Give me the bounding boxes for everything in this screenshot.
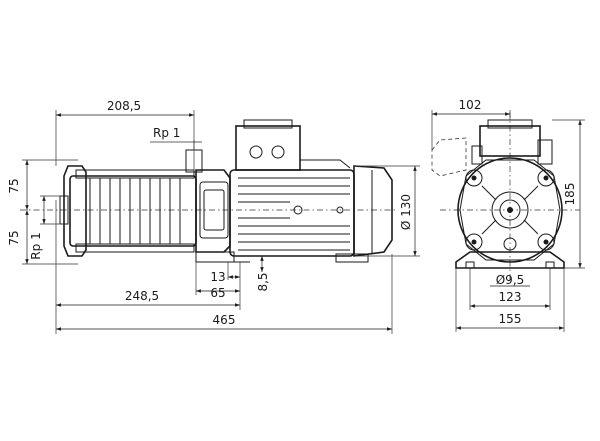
- terminal-box: [235, 119, 351, 171]
- pump-stage-body: [59, 165, 197, 257]
- dim-discharge-position: 208,5: [107, 99, 141, 113]
- dim-lower-height: 75: [7, 230, 21, 245]
- dim-foot-thickness: 8,5: [256, 272, 270, 291]
- dim-base-width: 155: [499, 312, 522, 326]
- dim-upper-height: 75: [7, 178, 21, 193]
- side-view: 465 248,5 65 13 8,5 208,5 Rp 1 75 75: [7, 99, 420, 334]
- dim-hole-spacing: 123: [499, 290, 522, 304]
- dim-overall-height: 185: [563, 183, 577, 206]
- dim-suction-thread: Rp 1: [29, 232, 43, 259]
- dim-discharge-thread: Rp 1: [153, 126, 180, 140]
- end-terminal-box: [471, 119, 553, 165]
- dim-offset-65: 65: [210, 286, 225, 300]
- dim-hole-diameter: Ø9,5: [496, 273, 525, 287]
- coupling-housing: [195, 169, 231, 253]
- end-view: 102 185 Ø9,5 123 155: [431, 98, 585, 332]
- motor-body: [229, 165, 393, 257]
- dim-overall-length: 465: [213, 313, 236, 327]
- dim-top-width: 102: [459, 98, 482, 112]
- dim-motor-diameter: Ø 130: [399, 194, 413, 230]
- hidden-terminal-outline: [431, 137, 467, 177]
- end-motor-flange: [457, 157, 563, 263]
- dim-offset-13: 13: [210, 270, 225, 284]
- mounting-feet: [195, 251, 369, 263]
- dim-suction-to-motor: 248,5: [125, 289, 159, 303]
